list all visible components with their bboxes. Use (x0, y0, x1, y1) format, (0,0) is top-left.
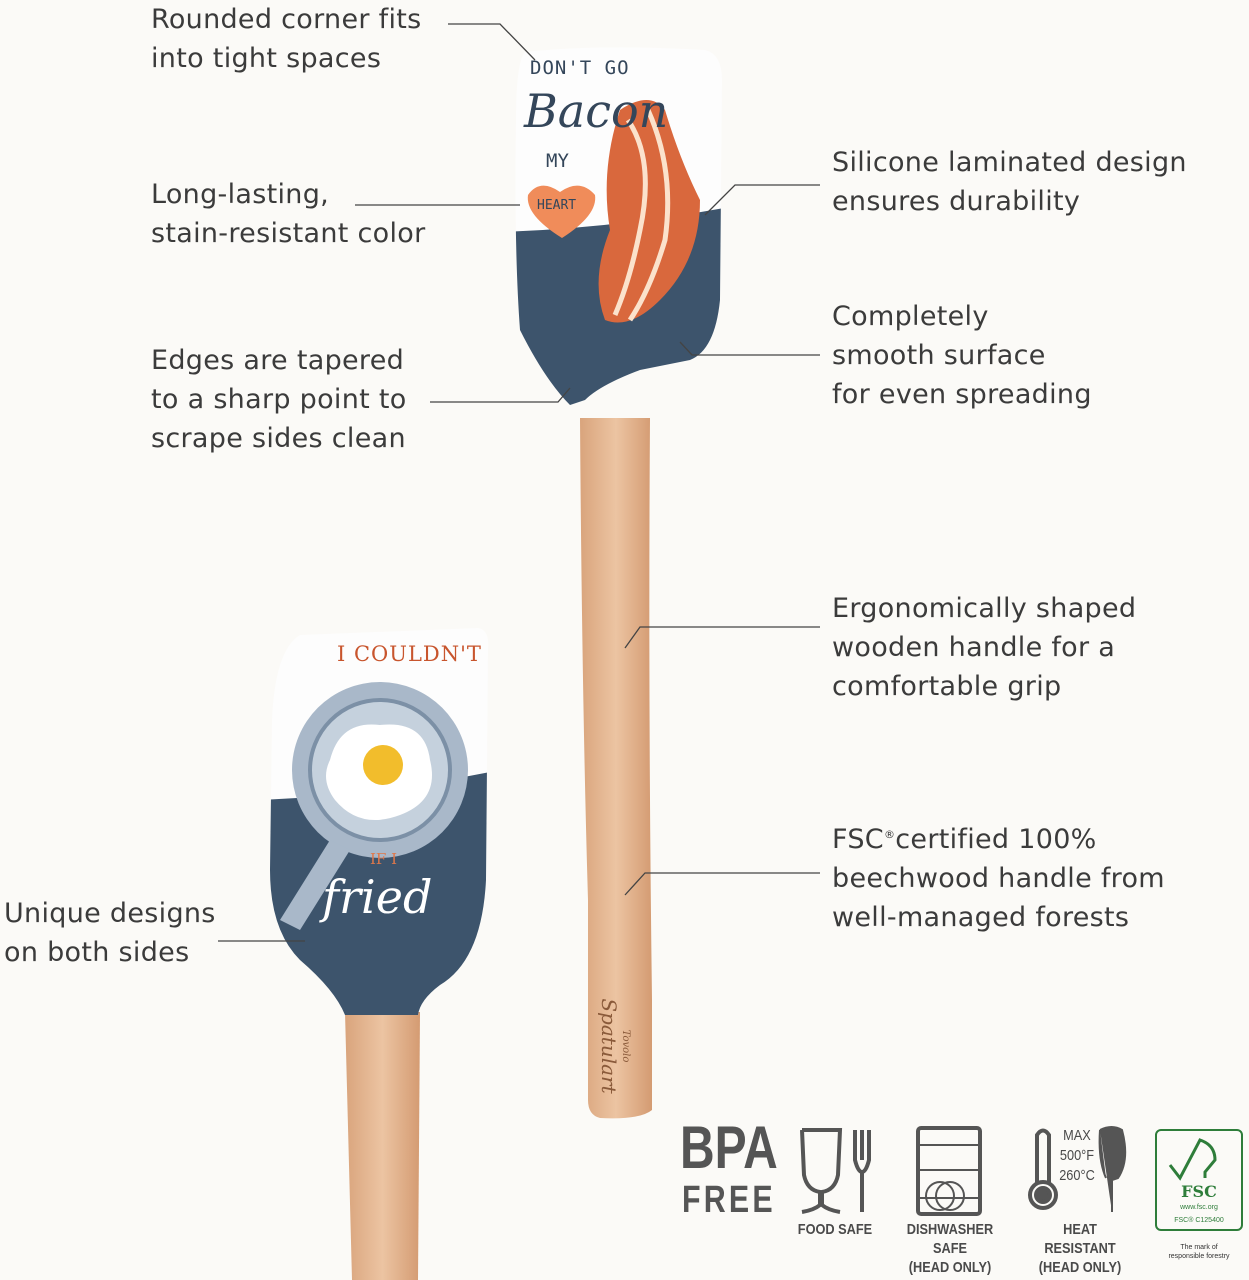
thermometer-icon (1028, 1180, 1058, 1210)
dishwasher-line2: (HEAD ONLY) (908, 1259, 992, 1276)
food-safe-label: FOOD SAFE (797, 1221, 873, 1238)
heat-f: 500°F (1059, 1147, 1095, 1164)
spatula-icon (1098, 1126, 1127, 1212)
spatula-head-back (270, 628, 489, 1015)
callout-ergonomic: Ergonomically shaped wooden handle for a… (832, 593, 1137, 702)
fsc-rest: certified 100% beechwood handle from wel… (832, 824, 1165, 933)
wooden-handle-back (345, 1012, 420, 1280)
callout-rounded-corner: Rounded corner fits into tight spaces (151, 4, 422, 74)
dishwasher-line1: DISHWASHER SAFE (906, 1221, 994, 1257)
heat-c: 260°C (1059, 1167, 1095, 1184)
wooden-handle-front (580, 418, 652, 1119)
callout-fsc: FSC®certified 100% beechwood handle from… (832, 815, 1165, 937)
spatula-back-text-1: I COULDN'T (337, 642, 482, 666)
fsc-tagline: The mark of responsible forestry (1168, 1244, 1230, 1260)
heat-temps: MAX 500°F 260°C (1056, 1126, 1099, 1186)
callout-long-lasting: Long-lasting, stain-resistant color (151, 179, 426, 249)
fsc-logo-text: FSC (1181, 1182, 1217, 1201)
callout-unique: Unique designs on both sides (4, 898, 216, 968)
dishwasher-label: DISHWASHER SAFE (HEAD ONLY) (896, 1220, 1005, 1277)
heat-label: HEAT RESISTANT (HEAD ONLY) (1029, 1220, 1131, 1277)
spatula-front-text-3: MY (546, 150, 569, 172)
spatula-front-text-1: DON'T GO (530, 57, 630, 79)
spatula-front-text-4: HEART (537, 198, 577, 213)
bpa-text: BPA (680, 1114, 778, 1181)
heat-line2: (HEAD ONLY) (1038, 1259, 1122, 1276)
badge-icons (800, 1126, 1243, 1231)
handle-product: Spatulart (597, 998, 621, 1094)
heat-line1: HEAT RESISTANT (1044, 1221, 1116, 1257)
spatula-back-text-2: IF I (370, 850, 398, 868)
callout-edges: Edges are tapered to a sharp point to sc… (151, 345, 407, 454)
fsc-url: www.fsc.org (1180, 1204, 1218, 1211)
leader-lines (218, 23, 820, 942)
fork-icon (853, 1130, 871, 1212)
fsc-prefix: FSC (832, 824, 884, 855)
spatula-front-text-2: Bacon (524, 84, 669, 138)
free-text: FREE (682, 1179, 776, 1221)
fsc-registered: ® (883, 828, 896, 841)
heat-max: MAX (1063, 1127, 1091, 1144)
glass-icon (800, 1128, 843, 1214)
spatula-back-text-3: fried (322, 870, 433, 924)
callout-silicone: Silicone laminated design ensures durabi… (832, 147, 1187, 217)
fsc-logo-box (1155, 1129, 1243, 1231)
handle-brand-logo: Tovolo Spatulart (597, 991, 631, 1101)
fsc-code: FSC® C125400 (1174, 1217, 1224, 1224)
callout-smooth: Completely smooth surface for even sprea… (832, 301, 1092, 410)
